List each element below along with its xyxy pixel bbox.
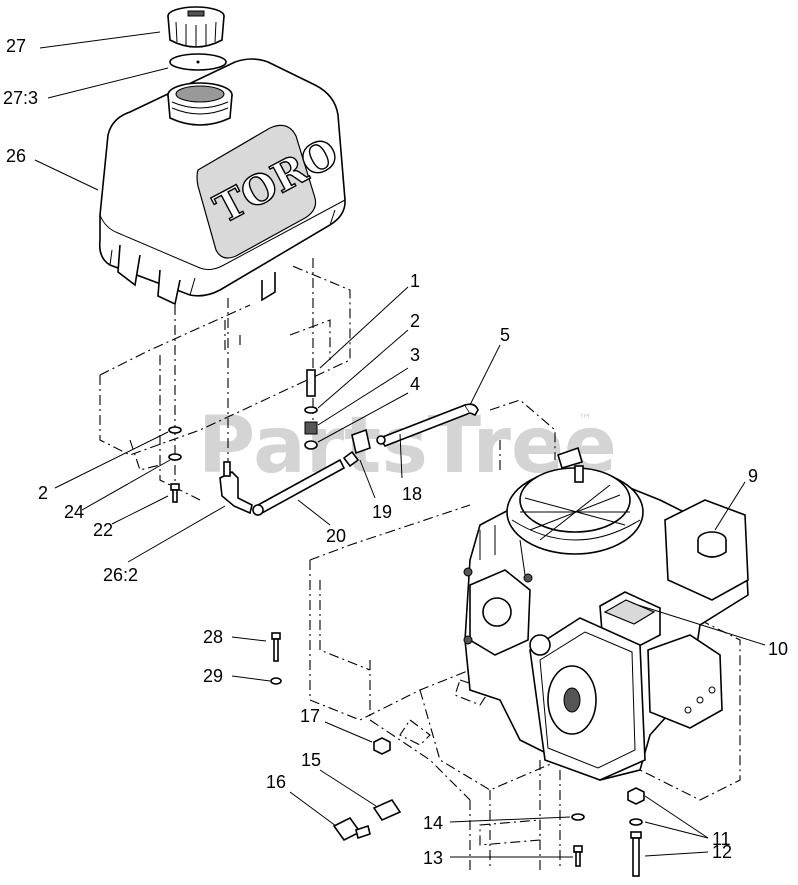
callout-5: 5 [500,325,510,345]
callout-19: 19 [372,502,392,522]
callout-13: 13 [423,848,443,868]
nut-17 [373,737,391,755]
bolt-22 [170,483,180,503]
watermark-trademark: ™ [578,412,592,428]
bolt-12 [630,831,642,877]
grommet-3 [304,421,318,435]
callout-15: 15 [301,750,321,770]
washer-14 [571,813,585,821]
callout-26-2: 26:2 [103,565,138,585]
callout-27: 27 [6,36,26,56]
nut-11 [627,787,645,826]
callout-9: 9 [748,466,758,486]
washer-24 [168,453,182,461]
callout-29: 29 [203,666,223,686]
callout-16: 16 [266,772,286,792]
callout-labels: 27 27:3 26 1 2 3 4 5 2 24 22 18 19 20 26… [3,36,788,868]
valve-16 [332,816,371,842]
washer-2-left [168,426,182,434]
callout-24: 24 [64,502,84,522]
shutoff-valve [219,461,253,515]
callout-2-top: 2 [410,311,420,331]
fuel-fitting-1 [306,369,316,397]
callout-20: 20 [326,526,346,546]
callout-18: 18 [402,484,422,504]
leader-lines [34,31,766,858]
callout-28: 28 [203,627,223,647]
callout-26: 26 [6,146,26,166]
callout-11: 11 [712,829,731,849]
fuel-hose-18 [376,403,479,447]
fuel-cap [167,6,225,48]
callout-27-3: 27:3 [3,88,38,108]
bolt-13 [573,845,583,867]
engine [463,446,749,781]
callout-3: 3 [410,345,420,365]
callout-10: 10 [768,639,788,659]
washer-2-top [304,406,318,414]
fuel-hose-20 [252,458,346,516]
fuel-filter-19 [342,428,371,468]
callout-12: 12 [712,842,732,862]
fuel-tank: TORO [98,58,347,306]
chassis-frame [99,264,741,870]
callout-14: 14 [423,813,443,833]
cap-gasket [169,53,227,71]
callout-1: 1 [410,271,420,291]
fitting-15 [372,798,402,822]
nut-4 [304,440,318,450]
bolt-28 [271,632,281,662]
washer-29 [270,677,282,685]
callout-2-left: 2 [38,483,48,503]
callout-4: 4 [410,374,420,394]
callout-17: 17 [300,706,320,726]
callout-22: 22 [93,520,113,540]
